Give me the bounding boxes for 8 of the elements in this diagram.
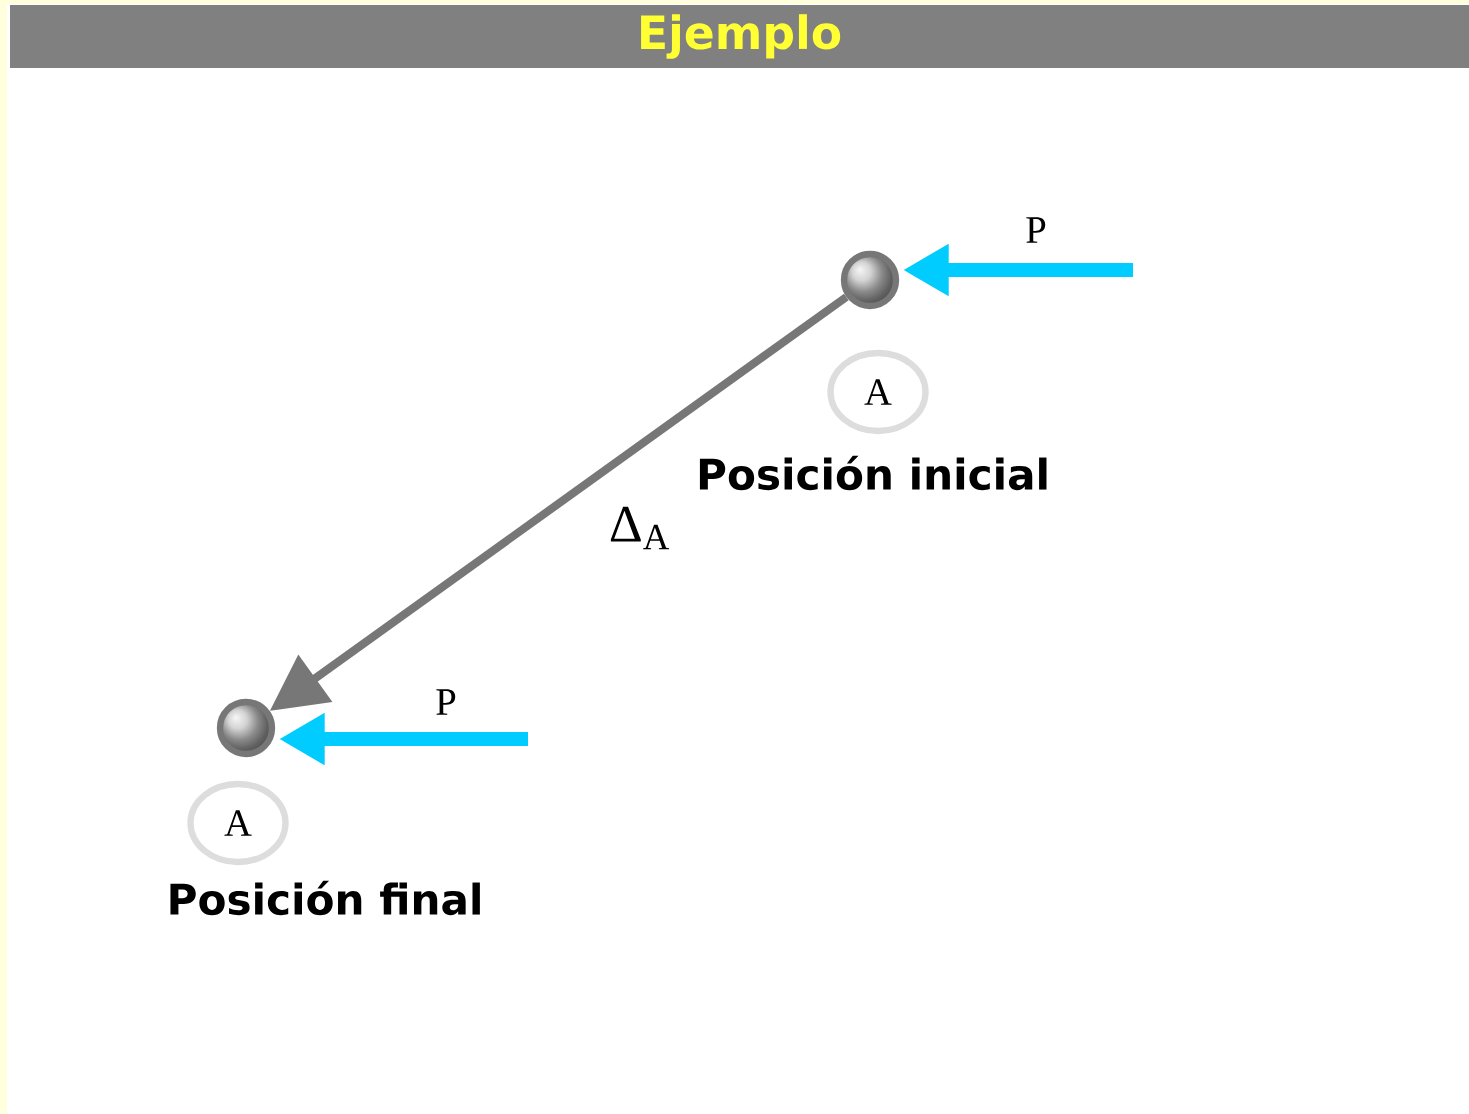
edge-label: Δ$_{A}$ (610, 506, 670, 550)
position-caption: Posición inicial (699, 455, 1047, 491)
ball (216, 698, 276, 758)
ball (840, 250, 900, 310)
title-bar: Ejemplo (10, 5, 1469, 68)
position-caption: Posición final (170, 880, 480, 916)
force-label: P (1026, 217, 1046, 243)
force-label: P (436, 689, 456, 715)
